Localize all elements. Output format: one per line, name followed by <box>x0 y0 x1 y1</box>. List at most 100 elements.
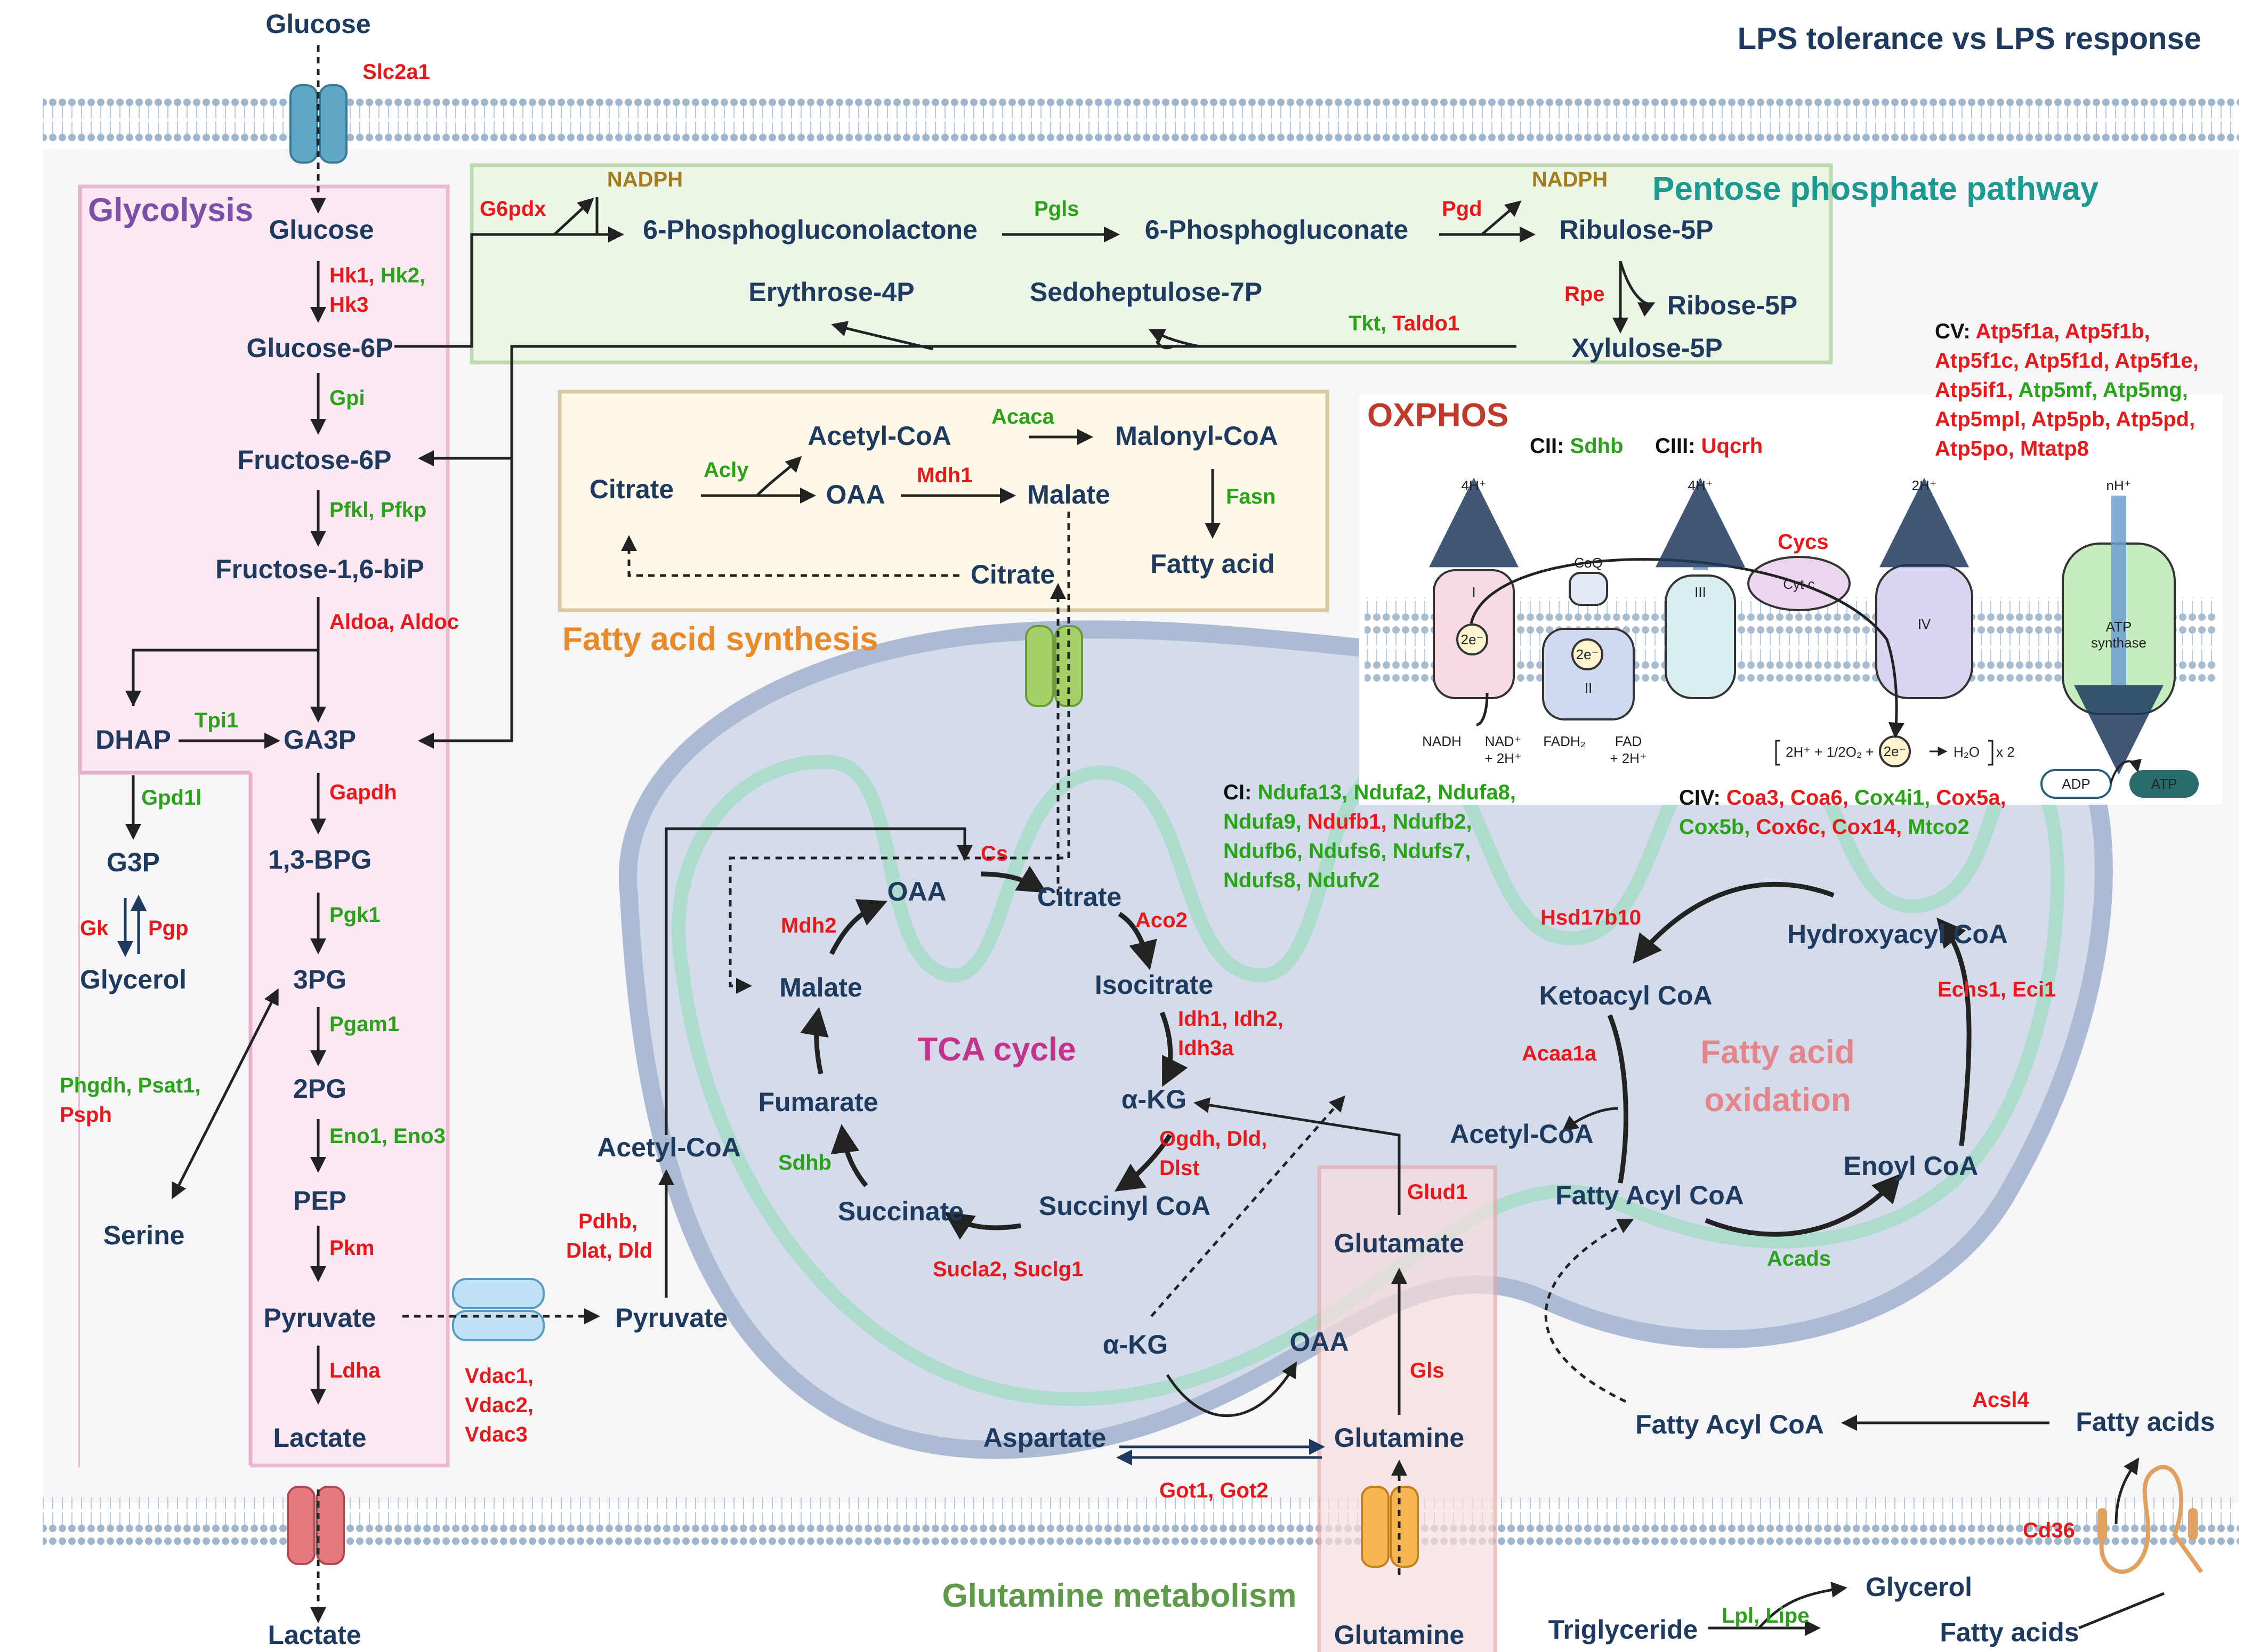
enz-acsl4: Acsl4 <box>1972 1388 2029 1412</box>
met-succinylcoa: Succinyl CoA <box>1039 1191 1210 1221</box>
enzyme-segment: Ndufb1, <box>1307 810 1393 833</box>
oxphos-nad-1: NAD⁺ <box>1485 733 1522 749</box>
enzyme-segment: Atp5mpl, Atp5pb, Atp5pd, <box>1935 408 2195 431</box>
enzyme-segment: Cox5a, <box>1936 786 2006 809</box>
plasma-membrane-top <box>43 96 2239 144</box>
enzyme-segment: Pgls <box>1034 197 1079 221</box>
enz-cv-1: CV: Atp5f1a, Atp5f1b, <box>1935 320 2150 343</box>
met-f6p: Fructose-6P <box>238 445 392 475</box>
met-pyruvate: Pyruvate <box>263 1303 376 1333</box>
met-fattyacids-2: Fatty acids <box>1940 1617 2079 1647</box>
met-serine: Serine <box>103 1220 185 1250</box>
oxphos-e3: 2e⁻ <box>1884 743 1907 759</box>
enzyme-segment: Ogdh, Dld, <box>1159 1127 1267 1151</box>
enz-pgk1: Pgk1 <box>329 903 381 927</box>
oxphos-c3: III <box>1694 584 1706 600</box>
met-enoyl: Enoyl CoA <box>1844 1151 1979 1181</box>
enzyme-segment: Eno1, Eno3 <box>329 1124 446 1148</box>
met-akg: α-KG <box>1121 1084 1186 1114</box>
enzyme-segment: Vdac2, <box>465 1394 534 1417</box>
enz-got: Got1, Got2 <box>1159 1479 1268 1502</box>
reaction-arrows <box>117 45 2165 1636</box>
met-nadph-1: NADPH <box>607 168 683 191</box>
enz-pgd: Pgd <box>1442 197 1482 221</box>
met-glucose-out: Glucose <box>265 9 370 39</box>
met-fattyacyl-in: Fatty Acyl CoA <box>1555 1180 1744 1210</box>
oxphos-eq-left: 2H⁺ + 1/2O₂ + <box>1786 744 1874 760</box>
enzyme-segment: Dlat, Dld <box>566 1239 652 1262</box>
met-e4p: Erythrose-4P <box>748 277 914 307</box>
section-glutamine: Glutamine metabolism <box>942 1577 1297 1614</box>
enz-aldo: Aldoa, Aldoc <box>329 610 459 634</box>
enzyme-segment: Vdac3 <box>465 1423 528 1446</box>
enzyme-segment: Pfkl, Pfkp <box>329 498 426 522</box>
enz-aco2: Aco2 <box>1135 909 1188 932</box>
enz-cv-2: Atp5f1c, Atp5f1d, Atp5f1e, <box>1935 349 2199 372</box>
complex-III <box>1665 574 1736 699</box>
fas-box <box>558 390 1329 612</box>
enzyme-segment: Cox6c, Cox14, <box>1756 815 1908 839</box>
enzyme-segment: G6pdx <box>480 197 546 221</box>
met-ru5p: Ribulose-5P <box>1560 215 1714 245</box>
met-fas-malate: Malate <box>1027 480 1110 509</box>
met-x5p: Xylulose-5P <box>1571 333 1722 363</box>
met-aspartate: Aspartate <box>983 1423 1107 1453</box>
enzyme-segment: Psph <box>60 1103 112 1127</box>
oxphos-fad-1: FAD <box>1615 733 1642 749</box>
oxphos-adp: ADP <box>2062 776 2090 792</box>
enzyme-segment: Mdh1 <box>917 464 972 487</box>
enz-pfk: Pfkl, Pfkp <box>329 498 426 522</box>
enzyme-segment: Aco2 <box>1135 909 1188 932</box>
enz-acaca: Acaca <box>991 405 1055 428</box>
met-glutamate: Glutamate <box>1334 1228 1465 1258</box>
oxphos-nh: nH⁺ <box>2106 477 2132 493</box>
enzyme-segment: Hk3 <box>329 293 368 317</box>
enz-tkt: Tkt, Taldo1 <box>1349 312 1459 335</box>
met-glutamine-in: Glutamine <box>1334 1423 1464 1453</box>
met-dhap: DHAP <box>95 725 171 755</box>
oxphos-c4: IV <box>1918 616 1931 632</box>
enz-cycs: Cycs <box>1778 530 1829 554</box>
enzyme-segment: Acsl4 <box>1972 1388 2029 1412</box>
enz-ogdh-1: Ogdh, Dld, <box>1159 1127 1267 1151</box>
enzyme-segment: Pgp <box>148 917 189 940</box>
enz-glud1: Glud1 <box>1407 1180 1467 1204</box>
enz-cs: Cs <box>981 842 1008 865</box>
enzyme-segment: Atp5f1a, Atp5f1b, <box>1975 320 2150 343</box>
enz-sdhb: Sdhb <box>778 1151 832 1175</box>
enzyme-segment: Mdh2 <box>781 914 836 937</box>
met-fumarate: Fumarate <box>758 1087 878 1117</box>
met-glycerol-left: Glycerol <box>80 965 187 994</box>
enzyme-segment: Gpi <box>329 386 365 410</box>
enz-pgp: Pgp <box>148 917 189 940</box>
section-oxphos: OXPHOS <box>1367 397 1508 434</box>
enzyme-segment: Mtco2 <box>1908 815 1970 839</box>
met-tca-oaa: OAA <box>887 877 946 906</box>
enz-ci-3: Ndufb6, Ndufs6, Ndufs7, <box>1223 839 1471 863</box>
enz-acads: Acads <box>1767 1247 1831 1270</box>
enzyme-segment: CI: <box>1223 781 1257 804</box>
enzyme-segment: Atp5f1c, Atp5f1d, Atp5f1e, <box>1935 349 2199 372</box>
enz-ci-2: Ndufa9, Ndufb1, Ndufb2, <box>1223 810 1472 833</box>
oxphos-cytc: Cyt c <box>1783 576 1814 592</box>
enzyme-segment: CIV: <box>1679 786 1726 809</box>
enz-echs1: Echs1, Eci1 <box>1938 978 2056 1001</box>
met-f16bp: Fructose-1,6-biP <box>215 554 424 584</box>
enzyme-segment: Sdhb <box>1570 434 1624 458</box>
oxphos-nadh: NADH <box>1422 733 1462 749</box>
enz-mdh2: Mdh2 <box>781 914 836 937</box>
oxphos-atp-synthase-2: synthase <box>2091 635 2146 651</box>
enzyme-segment: Sdhb <box>778 1151 832 1175</box>
oxphos-eq-mult: x 2 <box>1996 744 2015 760</box>
met-lactate: Lactate <box>273 1423 366 1453</box>
met-hydroxyacyl: Hydroxyacyl CoA <box>1787 919 2008 949</box>
met-nadph-2: NADPH <box>1532 168 1608 191</box>
enzyme-segment: CII: <box>1530 434 1570 458</box>
enz-gpi: Gpi <box>329 386 365 410</box>
enz-pgam1: Pgam1 <box>329 1013 399 1036</box>
enzyme-segment: Glud1 <box>1407 1180 1467 1204</box>
enz-slc2a1: Slc2a1 <box>362 60 430 84</box>
enzyme-segment: Ndufb2, <box>1393 810 1472 833</box>
oxphos-h4-2: 4H⁺ <box>1688 477 1713 493</box>
enzyme-segment: Pgd <box>1442 197 1482 221</box>
